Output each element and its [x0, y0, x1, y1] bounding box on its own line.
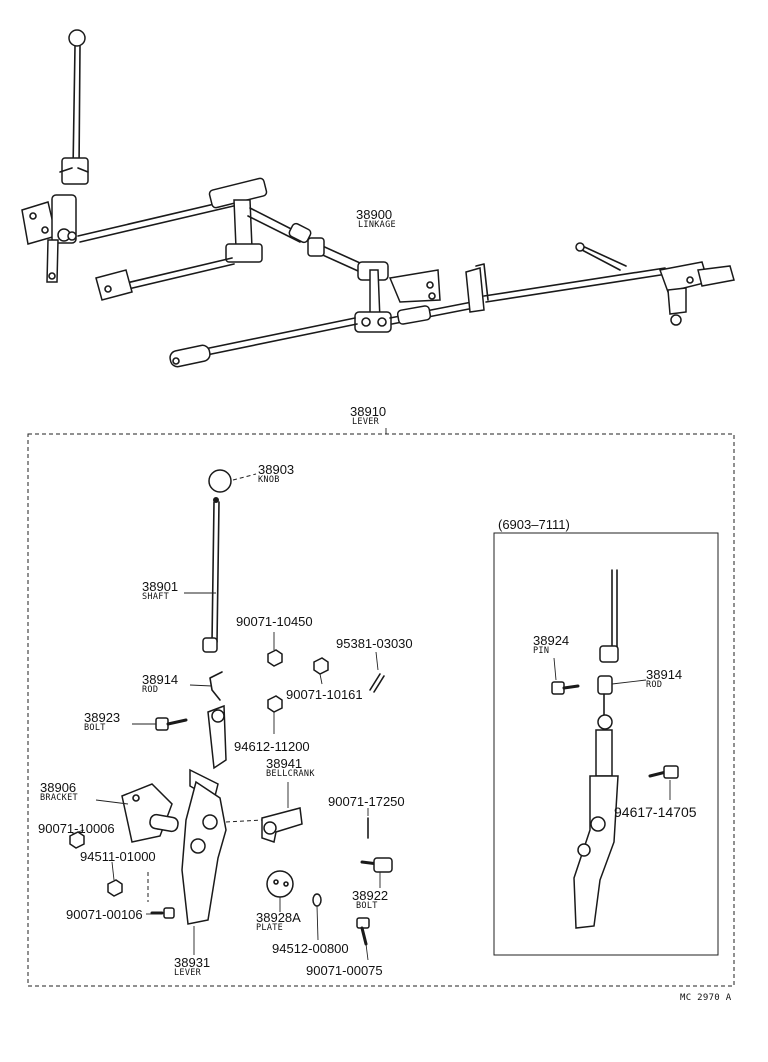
lever-assembly-boundary [27, 433, 735, 987]
part-name: PLATE [256, 923, 284, 933]
part-name: SHAFT [142, 592, 170, 602]
callout-pin: 38924 PIN [533, 634, 569, 656]
part-94617-14705: 94617-14705 [614, 804, 697, 820]
part-90071-00075: 90071-00075 [306, 963, 383, 978]
part-name: BOLT [356, 901, 378, 911]
exploded-parts-illustration [69, 469, 393, 961]
part-90071-10161: 90071-10161 [286, 687, 363, 702]
part-number: 38923 [84, 710, 121, 725]
part-94512-00800: 94512-00800 [272, 941, 349, 956]
part-number: 38914 [142, 672, 179, 687]
part-95381-03030: 95381-03030 [336, 636, 413, 651]
callout-linkage: 38900 LINKAGE [356, 208, 396, 230]
part-name: BRACKET [40, 793, 78, 803]
part-name: BELLCRANK [266, 769, 315, 779]
part-number: 38910 [350, 404, 387, 419]
part-number: 38931 [174, 955, 211, 970]
part-number: 38914 [646, 667, 683, 682]
part-90071-00106: 90071-00106 [66, 907, 143, 922]
inset-range-label: (6903–7111) [498, 517, 570, 532]
part-name: BOLT [84, 723, 106, 733]
callout-bolt-38923: 38923 BOLT [84, 711, 120, 733]
callout-bellcrank: 38941 BELLCRANK [266, 757, 315, 779]
callout-lever-assembly: 38910 LEVER [350, 405, 386, 427]
callout-rod: 38914 ROD [142, 673, 178, 695]
callout-bolt-38922: 38922 BOLT [352, 889, 388, 911]
part-90071-10450: 90071-10450 [236, 614, 313, 629]
callout-knob: 38903 KNOB [258, 463, 294, 485]
part-name: LINKAGE [358, 220, 396, 230]
part-number: 38903 [258, 462, 295, 477]
part-number: 38928A [256, 910, 301, 925]
inset-boundary [493, 532, 719, 956]
callout-bracket: 38906 BRACKET [40, 781, 78, 803]
inset-parts-illustration [551, 569, 679, 929]
part-94511-01000: 94511-01000 [80, 849, 156, 864]
callout-rod-inset: 38914 ROD [646, 668, 682, 690]
part-number: 38941 [266, 756, 303, 771]
figure-code: MC 2970 A [680, 993, 732, 1003]
part-94612-11200: 94612-11200 [234, 739, 310, 754]
part-90071-17250: 90071-17250 [328, 794, 405, 809]
linkage-assembly-illustration [21, 29, 735, 368]
part-name: KNOB [258, 475, 280, 485]
part-number: 38906 [40, 780, 77, 795]
part-90071-10006: 90071-10006 [38, 821, 115, 836]
callout-shaft: 38901 SHAFT [142, 580, 178, 602]
part-number: 38900 [356, 207, 393, 222]
part-name: LEVER [352, 417, 380, 427]
part-name: ROD [646, 680, 663, 690]
callout-lever: 38931 LEVER [174, 956, 210, 978]
part-number: 38901 [142, 579, 179, 594]
part-name: ROD [142, 685, 159, 695]
callout-plate: 38928A PLATE [256, 911, 301, 933]
part-number: 38924 [533, 633, 570, 648]
part-name: LEVER [174, 968, 202, 978]
part-number: 38922 [352, 888, 389, 903]
part-name: PIN [533, 646, 550, 656]
